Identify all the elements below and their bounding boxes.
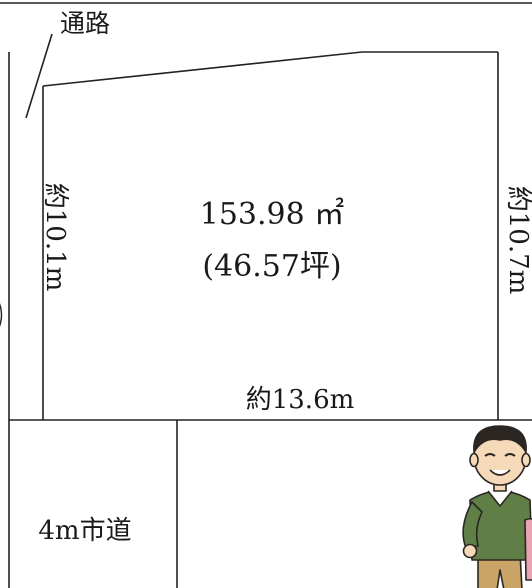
road-label: 4m市道	[38, 516, 131, 546]
area-sqm-label: 153.98 ㎡	[200, 197, 345, 232]
passage-label: 通路	[60, 9, 110, 38]
man-hair	[473, 425, 527, 453]
bottom-side-length: 約13.6m	[246, 385, 355, 415]
man-smile	[489, 469, 511, 476]
man-right-eye	[504, 453, 516, 457]
area-tsubo-label: (46.57坪)	[202, 249, 341, 284]
second-figure-fragment	[524, 517, 532, 581]
left-side-length: 約10.1m	[40, 183, 70, 292]
passage-leader-line	[25, 33, 53, 119]
man-left-hand	[462, 543, 478, 559]
man-collar	[487, 490, 513, 507]
lot-top-edge	[42, 51, 363, 87]
man-illustration	[462, 425, 532, 588]
right-side-length: 約10.7m	[503, 186, 532, 295]
man-left-arm	[462, 501, 483, 549]
lot-boundary	[8, 33, 532, 588]
man-left-ear	[469, 452, 479, 468]
man-left-eye	[484, 453, 496, 457]
man-right-ear	[521, 452, 531, 468]
edge-mark	[0, 303, 3, 327]
